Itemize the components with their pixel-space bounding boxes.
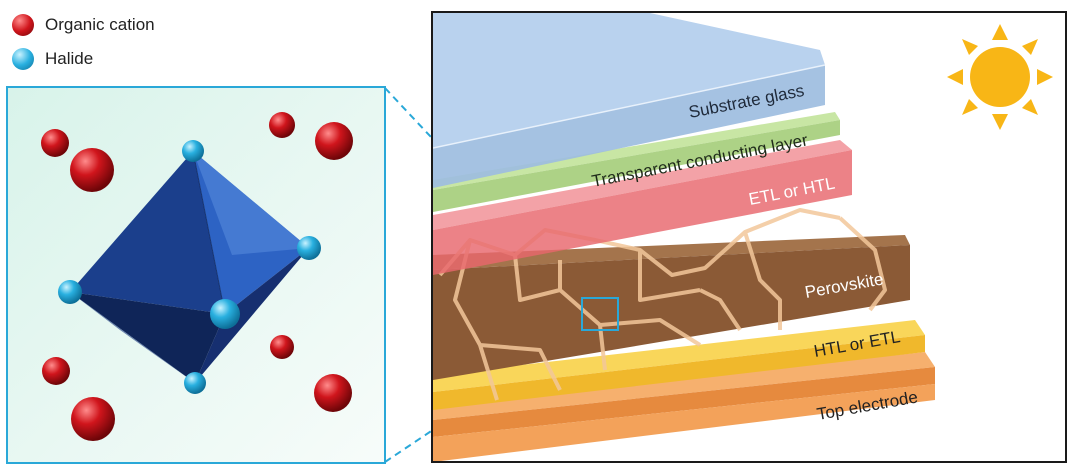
red-sphere-icon [12,14,34,36]
organic-cation-atom [41,129,69,157]
organic-cation-atom [70,148,114,192]
zoom-region-box [581,297,619,331]
layer-top-electrode [433,352,935,461]
halide-atom [182,140,204,162]
legend-item-organic-cation: Organic cation [12,8,155,42]
halide-atom [297,236,321,260]
legend-label: Organic cation [45,15,155,34]
legend-label: Halide [45,49,94,68]
perovskite-grain-boundaries [438,208,887,401]
organic-cation-atom [270,335,294,359]
layer-perovskite [433,208,910,401]
legend-item-halide: Halide [12,42,155,76]
organic-cation-atom [314,374,352,412]
atom-legend: Organic cation Halide [12,8,155,76]
layer-htl-or-etl [433,320,925,410]
organic-cation-atom [71,397,115,441]
organic-cation-atom [269,112,295,138]
device-stack [433,13,935,461]
halide-atom [58,280,82,304]
halide-atom [210,299,240,329]
layer-etl-or-htl [433,140,852,275]
organic-cation-atoms [41,112,353,441]
blue-sphere-icon [12,48,34,70]
organic-cation-atom [315,122,353,160]
layer-substrate-glass [433,13,826,188]
organic-cation-atom [42,357,70,385]
halide-atoms [58,140,321,394]
sun-icon [947,24,1053,130]
halide-atom [184,372,206,394]
perovskite-octahedron [70,150,309,383]
layer-transparent-conducting [433,112,840,212]
